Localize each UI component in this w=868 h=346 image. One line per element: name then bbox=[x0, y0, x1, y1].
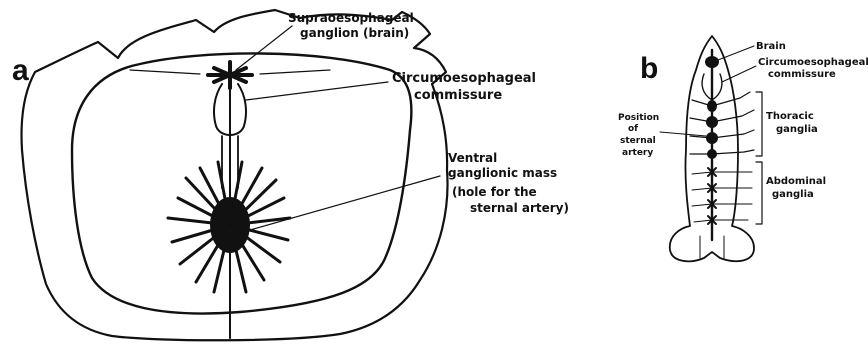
panel-a: a bbox=[12, 10, 569, 340]
label-supraoesophageal-1: Supraoesophageal bbox=[288, 11, 414, 25]
label-ventral-4: sternal artery) bbox=[470, 201, 569, 215]
thoracic-nerves bbox=[690, 92, 754, 154]
label-circumoesophageal-b-1: Circumoesophageal bbox=[758, 57, 868, 68]
label-position-1: Position bbox=[618, 113, 659, 123]
label-circumoesophageal-1: Circumoesophageal bbox=[392, 71, 536, 86]
thoracic-bracket bbox=[756, 92, 762, 156]
label-thoracic-2: ganglia bbox=[776, 124, 818, 135]
label-abdominal-1: Abdominal bbox=[766, 176, 826, 187]
brain-ganglion bbox=[130, 62, 330, 88]
abdominal-ganglia bbox=[692, 168, 752, 224]
panel-b-letter: b bbox=[640, 52, 658, 85]
label-circumoesophageal-2: commissure bbox=[414, 88, 502, 103]
label-supraoesophageal-2: ganglion (brain) bbox=[300, 26, 409, 40]
abdominal-bracket bbox=[756, 162, 762, 224]
label-position-4: artery bbox=[622, 148, 653, 158]
label-ventral-3: (hole for the bbox=[452, 185, 537, 199]
label-ventral-2: ganglionic mass bbox=[448, 166, 557, 180]
label-brain: Brain bbox=[756, 41, 786, 52]
label-abdominal-2: ganglia bbox=[772, 189, 814, 200]
label-circumoesophageal-b-2: commissure bbox=[768, 69, 836, 80]
label-position-2: of bbox=[628, 124, 638, 134]
label-position-3: sternal bbox=[620, 136, 656, 146]
panel-a-letter: a bbox=[12, 54, 29, 87]
panel-b: b bbox=[618, 36, 868, 261]
label-ventral-1: Ventral bbox=[448, 151, 497, 165]
carapace-outer-outline bbox=[22, 10, 448, 340]
label-thoracic-1: Thoracic bbox=[766, 111, 814, 122]
